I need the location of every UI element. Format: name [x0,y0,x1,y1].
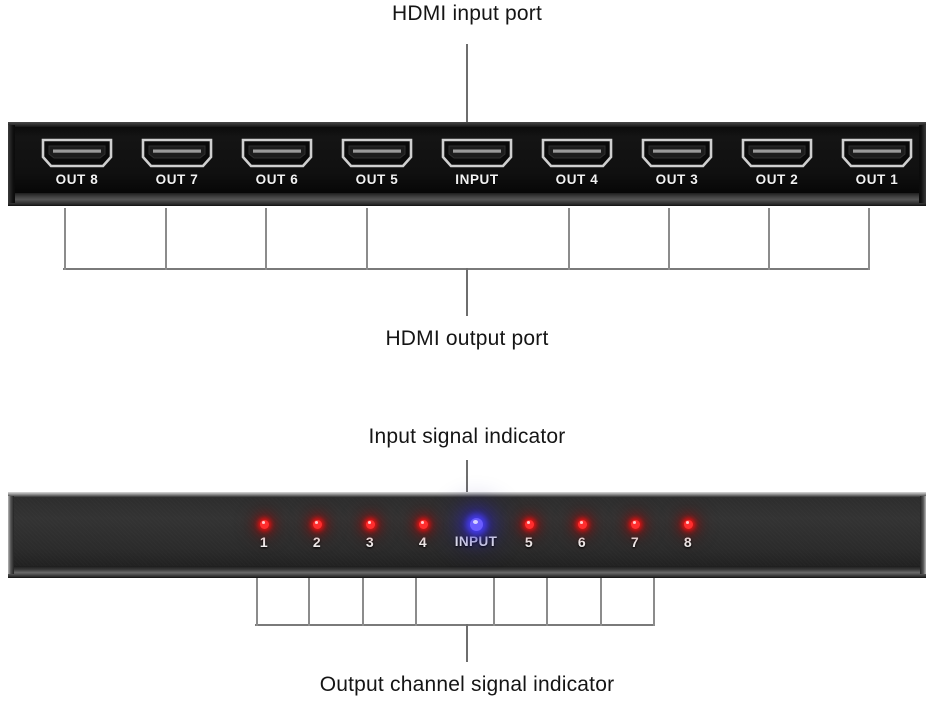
led-label: 5 [524,534,534,550]
led-light-icon [418,520,428,529]
led-indicator-3: 3 [339,520,401,550]
led-label: 6 [577,534,587,550]
hdmi-connector-icon [37,136,117,170]
leader-line-output-channel [466,624,468,662]
led-panel-bottom-bevel [8,566,926,578]
led-light-icon [259,520,269,529]
hdmi-connector-icon [137,136,217,170]
led-light-icon [577,520,587,529]
hdmi-port-input[interactable]: INPUT [433,136,521,187]
led-indicator-4: 4 [392,520,454,550]
device-left-edge [8,125,15,203]
hdmi-port-out-1[interactable]: OUT 1 [833,136,921,187]
port-label: INPUT [455,172,499,187]
led-panel-face [12,498,922,566]
led-light-icon [312,520,322,529]
hdmi-port-out-2[interactable]: OUT 2 [733,136,821,187]
led-indicator-6: 6 [551,520,613,550]
led-panel-left-edge [8,496,14,574]
port-label: OUT 5 [355,172,399,187]
hdmi-connector-icon [437,136,517,170]
leader-line-hdmi-output [466,268,468,316]
device-right-edge [919,125,926,203]
hdmi-splitter-led-panel: 1 2 3 4 INPUT 5 6 7 8 [8,492,926,578]
caption-hdmi-output-port: HDMI output port [385,327,549,350]
hdmi-port-out-6[interactable]: OUT 6 [233,136,321,187]
hdmi-connector-icon [837,136,917,170]
led-light-icon [469,518,483,531]
led-label: 7 [630,534,640,550]
led-light-icon [630,520,640,529]
device-bottom-bevel [8,193,926,206]
led-indicator-5: 5 [498,520,560,550]
hdmi-port-out-4[interactable]: OUT 4 [533,136,621,187]
hdmi-connector-icon [537,136,617,170]
hdmi-port-out-7[interactable]: OUT 7 [133,136,221,187]
port-label: OUT 1 [855,172,899,187]
led-indicator-1: 1 [233,520,295,550]
device-top-bevel [8,122,926,127]
caption-output-channel-signal-indicator: Output channel signal indicator [319,673,615,696]
led-label: INPUT [454,534,498,549]
port-label: OUT 7 [155,172,199,187]
hdmi-connector-icon [337,136,417,170]
hdmi-port-out-8[interactable]: OUT 8 [33,136,121,187]
led-indicator-8: 8 [657,520,719,550]
led-label: 1 [259,534,269,550]
port-label: OUT 3 [655,172,699,187]
led-indicator-input: INPUT [445,518,507,549]
caption-hdmi-input-port: HDMI input port [391,2,543,25]
hdmi-port-out-5[interactable]: OUT 5 [333,136,421,187]
port-label: OUT 6 [255,172,299,187]
hdmi-connector-icon [737,136,817,170]
led-light-icon [524,520,534,529]
leader-line-input-signal [466,460,468,492]
led-label: 4 [418,534,428,550]
led-light-icon [365,520,375,529]
led-indicator-7: 7 [604,520,666,550]
port-label: OUT 2 [755,172,799,187]
hdmi-splitter-port-panel: OUT 8 OUT 7 OUT 6 [8,122,926,206]
port-label: OUT 4 [555,172,599,187]
leader-line-hdmi-input [466,44,468,122]
hdmi-port-out-3[interactable]: OUT 3 [633,136,721,187]
port-label: OUT 8 [55,172,99,187]
hdmi-connector-icon [637,136,717,170]
led-panel-right-edge [920,496,926,574]
caption-input-signal-indicator: Input signal indicator [368,425,566,448]
hdmi-connector-icon [237,136,317,170]
led-panel-top-bevel [8,492,926,498]
led-indicator-2: 2 [286,520,348,550]
led-label: 8 [683,534,693,550]
led-label: 3 [365,534,375,550]
led-light-icon [683,520,693,529]
led-label: 2 [312,534,322,550]
